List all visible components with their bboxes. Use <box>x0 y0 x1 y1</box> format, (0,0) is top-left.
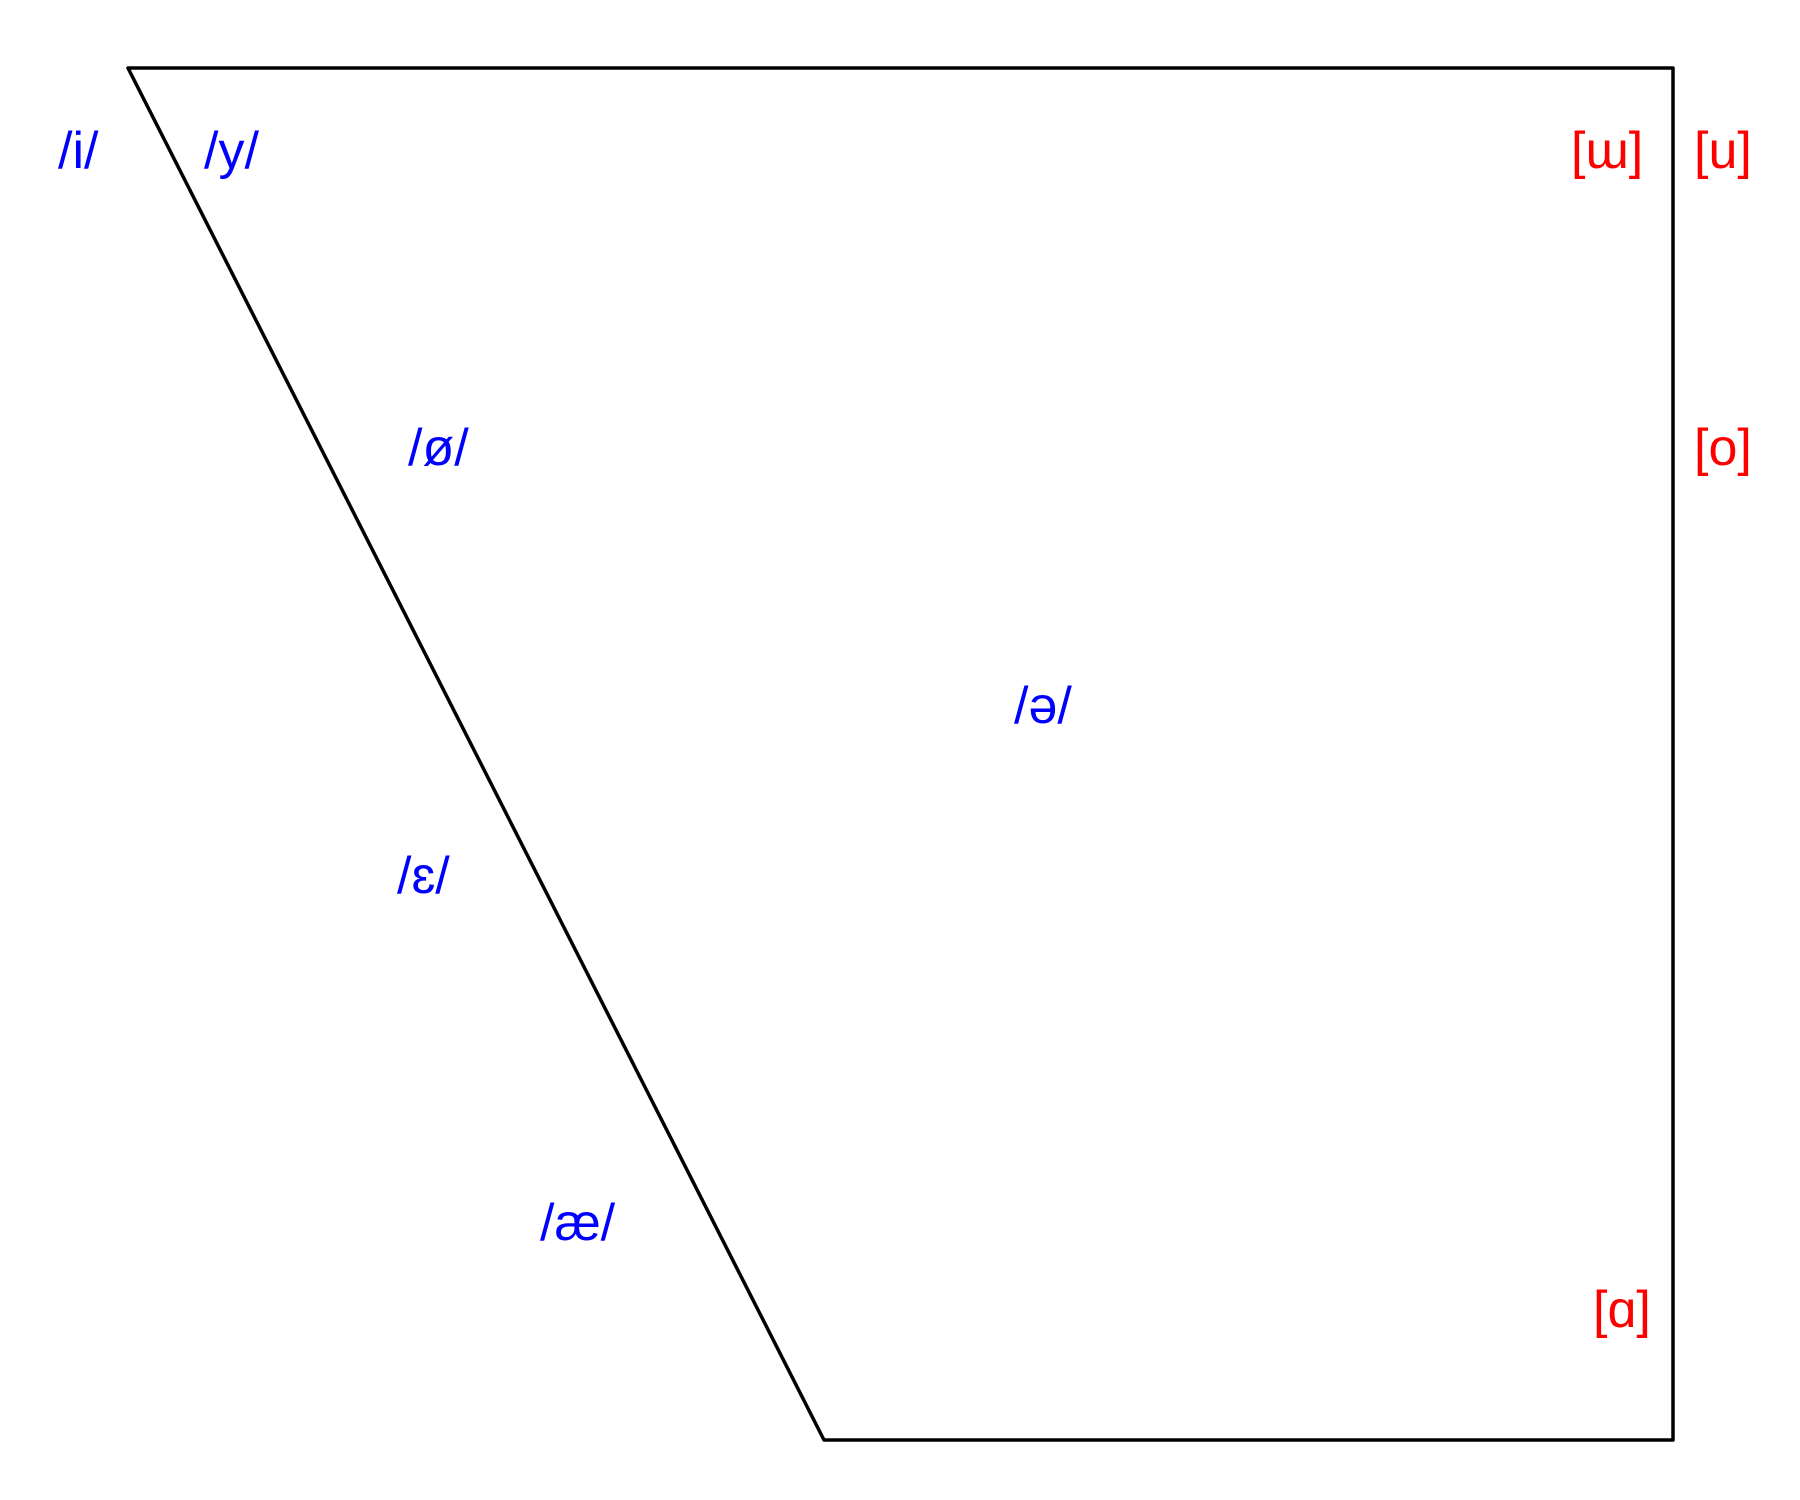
vowel-label-o-slash: /ø/ <box>408 419 469 477</box>
vowel-label-ae: /æ/ <box>540 1194 616 1252</box>
vowel-label-i: /i/ <box>58 122 99 180</box>
vowel-trapezoid-outline <box>126 66 1675 1442</box>
vowel-label-alpha: [ɑ] <box>1593 1281 1651 1339</box>
vowel-label-turned-m: [ɯ] <box>1571 122 1643 180</box>
vowel-label-y: /y/ <box>204 122 259 180</box>
vowel-label-schwa: /ə/ <box>1014 677 1072 735</box>
vowel-label-u: [u] <box>1694 122 1752 180</box>
vowel-label-open-e: /ɛ/ <box>397 847 450 905</box>
vowel-label-o: [o] <box>1694 419 1752 477</box>
